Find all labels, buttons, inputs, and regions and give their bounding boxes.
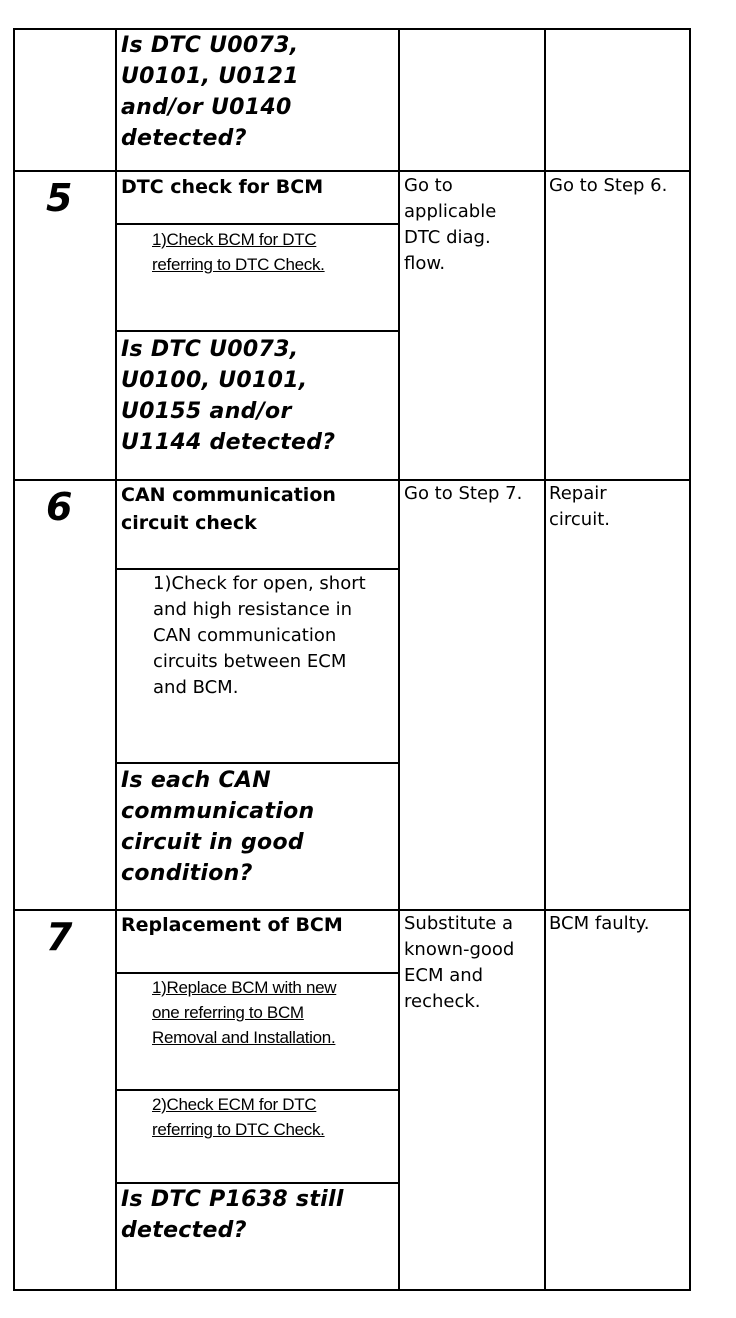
step-title: Replacement of BCM — [121, 914, 343, 936]
no-result: Go to Step 6. — [549, 175, 668, 196]
step-title: CAN communication circuit check — [121, 484, 336, 534]
no-result: BCM faulty. — [549, 913, 650, 934]
step-number: 6 — [46, 485, 73, 529]
step-title: DTC check for BCM — [121, 176, 324, 198]
substep-text: 1)Check for open, short and high resista… — [153, 573, 366, 698]
column-divider-yes — [544, 28, 546, 1291]
yes-result: Substitute a known-good ECM and recheck. — [404, 913, 515, 1012]
yes-result: Go to applicable DTC diag. flow. — [404, 175, 497, 274]
action-divider — [115, 762, 400, 764]
step-question: Is each CAN communication circuit in goo… — [121, 768, 315, 886]
substep-link[interactable]: 1)Replace BCM with new one referring to … — [152, 978, 337, 1047]
action-divider — [115, 1182, 400, 1184]
row-divider-7 — [13, 909, 691, 911]
step-question: Is DTC P1638 still detected? — [121, 1187, 344, 1243]
substep-link[interactable]: 2)Check ECM for DTC referring to DTC Che… — [152, 1095, 325, 1139]
step-question: Is DTC U0073, U0101, U0121 and/or U0140 … — [121, 33, 299, 151]
table-border-bottom — [13, 1289, 691, 1291]
no-result: Repair circuit. — [549, 483, 610, 530]
step-number: 5 — [46, 176, 73, 220]
action-divider — [115, 568, 400, 570]
column-divider-action — [398, 28, 400, 1291]
action-divider — [115, 223, 400, 225]
action-divider — [115, 1089, 400, 1091]
substep-link[interactable]: 1)Check BCM for DTC referring to DTC Che… — [152, 230, 325, 274]
column-divider-step — [115, 28, 117, 1291]
action-divider — [115, 330, 400, 332]
step-question: Is DTC U0073, U0100, U0101, U0155 and/or… — [121, 337, 336, 455]
table-border-left — [13, 28, 15, 1291]
table-border-right — [689, 28, 691, 1291]
step-number: 7 — [46, 915, 73, 959]
yes-result: Go to Step 7. — [404, 483, 523, 504]
row-divider-6 — [13, 479, 691, 481]
table-border-top — [13, 28, 691, 30]
row-divider-5 — [13, 170, 691, 172]
action-divider — [115, 972, 400, 974]
